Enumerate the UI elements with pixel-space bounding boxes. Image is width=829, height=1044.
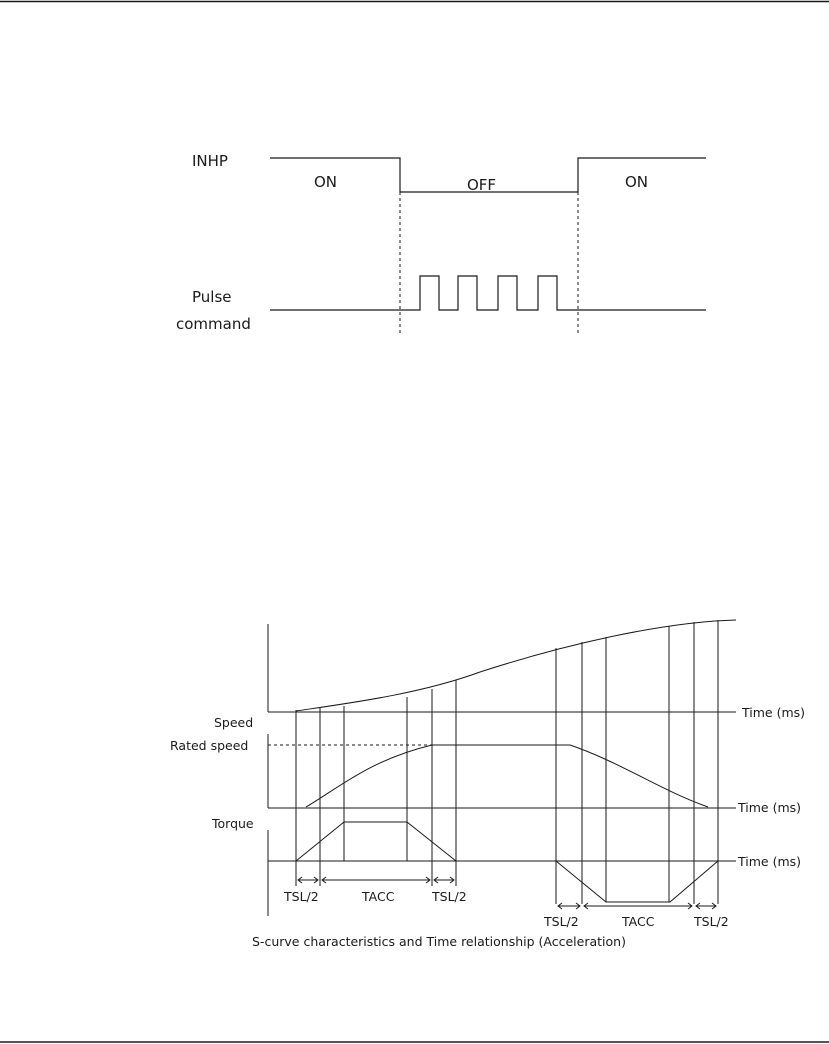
dimension-tsl-3 bbox=[557, 902, 581, 910]
torque-axis-label: Torque bbox=[211, 816, 254, 831]
inhp-timing-diagram: INHP ON OFF ON Pulse command bbox=[176, 152, 706, 334]
dimension-tsl-4 bbox=[695, 902, 717, 910]
pulse-command-waveform bbox=[270, 275, 706, 311]
tsl-half-label-3: TSL/2 bbox=[543, 914, 579, 929]
diagram-caption: S-curve characteristics and Time relatio… bbox=[252, 934, 626, 949]
speed-axis-label: Speed bbox=[214, 715, 253, 730]
pulse-label-line1: Pulse bbox=[192, 288, 232, 306]
speed-curve bbox=[305, 744, 709, 808]
time-axis-label-speed: Time (ms) bbox=[737, 800, 801, 815]
tsl-half-label-4: TSL/2 bbox=[693, 914, 729, 929]
time-axis-label-torque: Time (ms) bbox=[737, 854, 801, 869]
dimension-tsl-1 bbox=[297, 876, 319, 884]
time-axis-label-position: Time (ms) bbox=[741, 705, 805, 720]
inhp-label: INHP bbox=[192, 152, 228, 170]
rated-speed-label: Rated speed bbox=[170, 738, 248, 753]
tacc-label-2: TACC bbox=[621, 914, 655, 929]
position-curve bbox=[295, 619, 737, 712]
dimension-tacc-2 bbox=[583, 902, 693, 910]
tsl-half-label-2: TSL/2 bbox=[431, 889, 467, 904]
pulse-label-line2: command bbox=[176, 315, 251, 333]
tsl-half-label-1: TSL/2 bbox=[283, 889, 319, 904]
inhp-state-on-right: ON bbox=[625, 173, 648, 191]
scurve-diagram: Time (ms) Time (ms) Time (ms) Speed Rate… bbox=[170, 619, 805, 949]
tacc-label-1: TACC bbox=[361, 889, 395, 904]
inhp-state-on-left: ON bbox=[314, 173, 337, 191]
dimension-tsl-2 bbox=[433, 876, 455, 884]
inhp-state-off: OFF bbox=[467, 176, 496, 194]
inhp-signal-waveform bbox=[270, 157, 706, 193]
dimension-tacc-1 bbox=[321, 876, 431, 884]
